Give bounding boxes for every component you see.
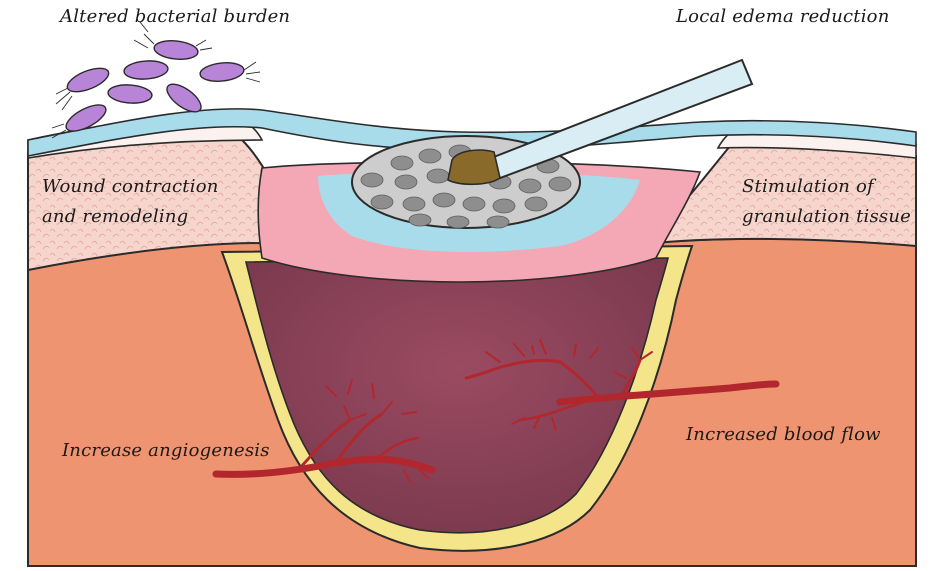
label-local-edema-reduction: Local edema reduction <box>676 2 890 32</box>
label-text-line-2: and remodeling <box>42 202 219 232</box>
label-text: Local edema reduction <box>676 2 890 32</box>
label-text-line-2: granulation tissue <box>742 202 911 232</box>
label-text: Increased blood flow <box>686 420 881 450</box>
label-text: Altered bacterial burden <box>60 2 290 32</box>
label-granulation-stimulation: Stimulation of granulation tissue <box>742 172 911 232</box>
label-increase-angiogenesis: Increase angiogenesis <box>62 436 270 466</box>
label-text-line-1: Wound contraction <box>42 172 219 202</box>
label-wound-contraction: Wound contraction and remodeling <box>42 172 219 232</box>
label-altered-bacterial-burden: Altered bacterial burden <box>60 2 290 32</box>
label-text-line-1: Stimulation of <box>742 172 911 202</box>
label-text: Increase angiogenesis <box>62 436 270 466</box>
label-increased-blood-flow: Increased blood flow <box>686 420 881 450</box>
